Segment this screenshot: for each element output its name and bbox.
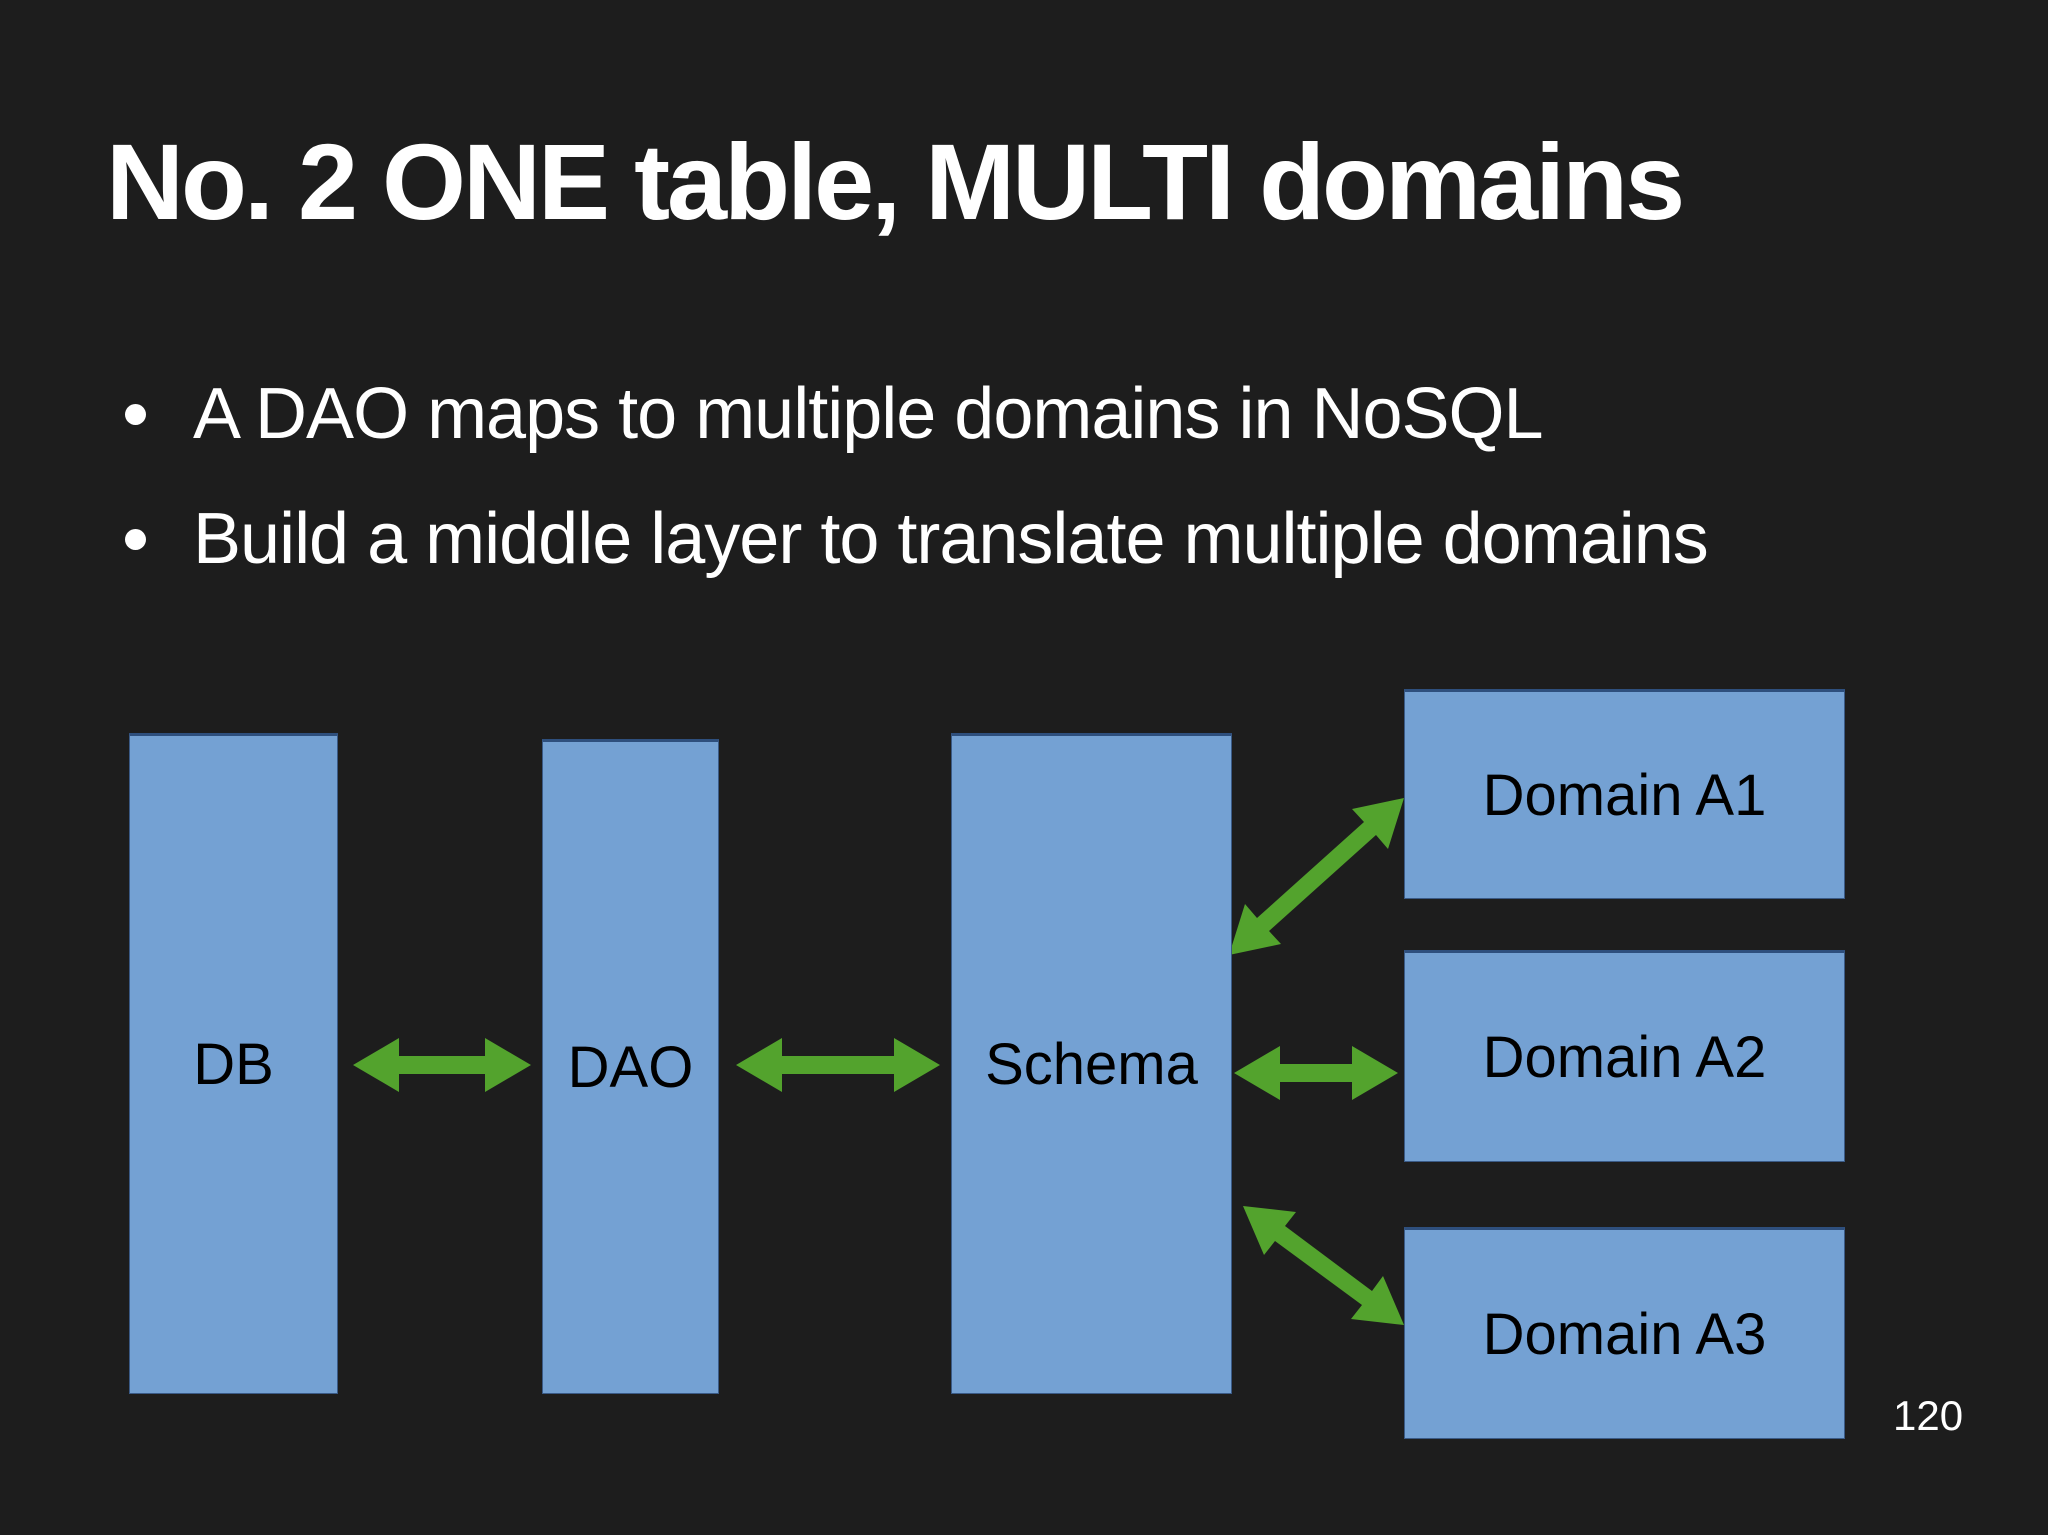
node-db: DB [129,733,338,1394]
bullet-dot-icon [125,403,146,425]
page-number: 120 [1893,1392,1964,1439]
node-domain-a1: Domain A1 [1404,689,1845,899]
arrow-schema-domain-a2-icon [1234,1046,1398,1100]
bullet-item: A DAO maps to multiple domains in NoSQL [106,368,1544,460]
node-schema-label: Schema [985,1032,1198,1097]
arrow-schema-domain-a1-icon [1229,798,1404,955]
node-domain-a1-label: Domain A1 [1482,762,1767,828]
node-domain-a2-label: Domain A2 [1482,1024,1767,1090]
arrow-dao-schema-icon [736,1038,940,1092]
node-domain-a3: Domain A3 [1404,1227,1845,1439]
node-schema: Schema [951,733,1232,1394]
arrow-db-dao-icon [353,1038,531,1092]
bullet-text: A DAO maps to multiple domains in NoSQL [193,374,1544,454]
bullet-dot-icon [125,528,146,550]
node-domain-a2: Domain A2 [1404,950,1845,1162]
node-dao: DAO [542,739,719,1394]
node-dao-label: DAO [567,1035,694,1100]
node-domain-a3-label: Domain A3 [1482,1301,1767,1367]
arrow-schema-domain-a3-icon [1243,1206,1404,1325]
slide-title: No. 2 ONE table, MULTI domains [106,121,1685,242]
bullet-item: Build a middle layer to translate multip… [106,493,1709,585]
node-db-label: DB [193,1032,274,1097]
bullet-text: Build a middle layer to translate multip… [193,499,1709,579]
